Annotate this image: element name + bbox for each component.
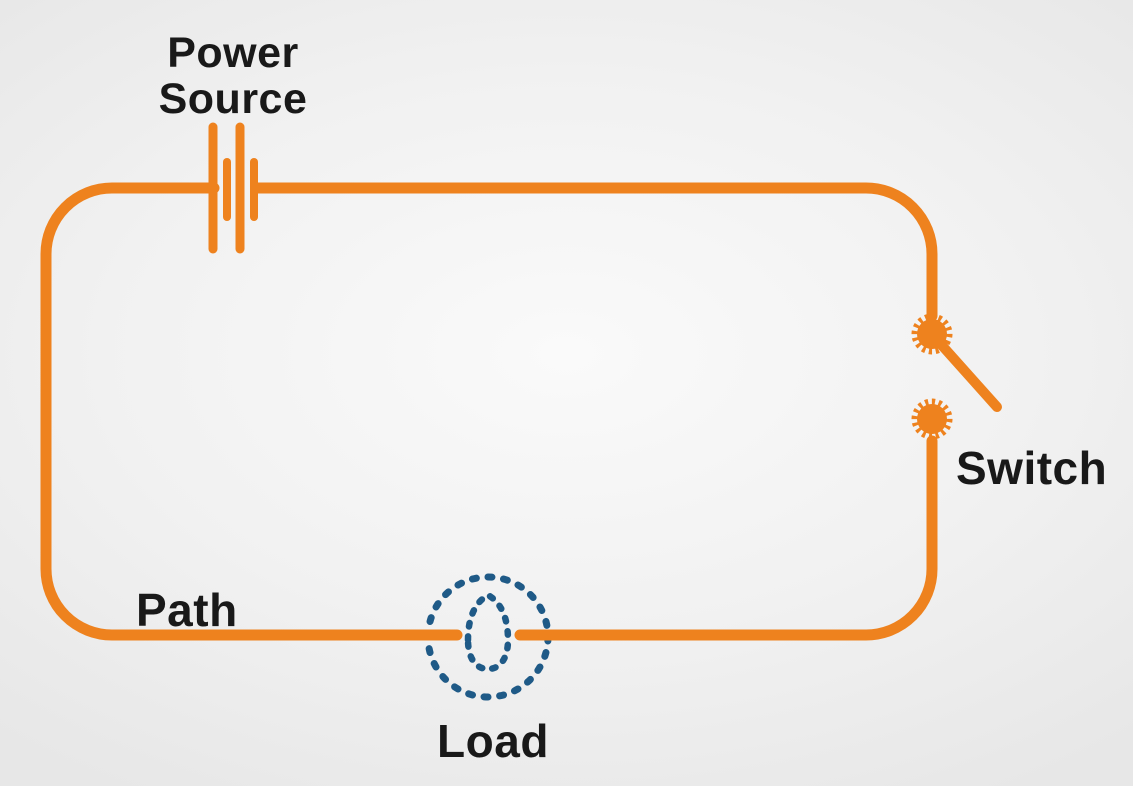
switch-bottom-node [917, 404, 947, 434]
switch-top-node [917, 319, 947, 349]
switch-icon [911, 313, 1002, 440]
battery-icon [208, 122, 258, 254]
load-label: Load [437, 715, 549, 767]
switch-bottom-node-teeth [911, 398, 953, 440]
path-label: Path [136, 584, 238, 636]
power-source-label-line2: Source [158, 75, 308, 123]
wire-segment-bottom-left-top [40, 182, 463, 641]
load-bulb-flame-shape [464, 591, 512, 673]
wire-segment-right-bottom [514, 435, 938, 641]
switch-top-node-teeth [911, 313, 953, 355]
power-source-label-line1: Power [167, 29, 299, 77]
wire-segment-top-right [250, 182, 938, 322]
switch-label: Switch [956, 442, 1108, 494]
switch-arm [933, 336, 1002, 412]
wire-path [40, 182, 938, 641]
power-source-label: Power Source [159, 30, 308, 122]
